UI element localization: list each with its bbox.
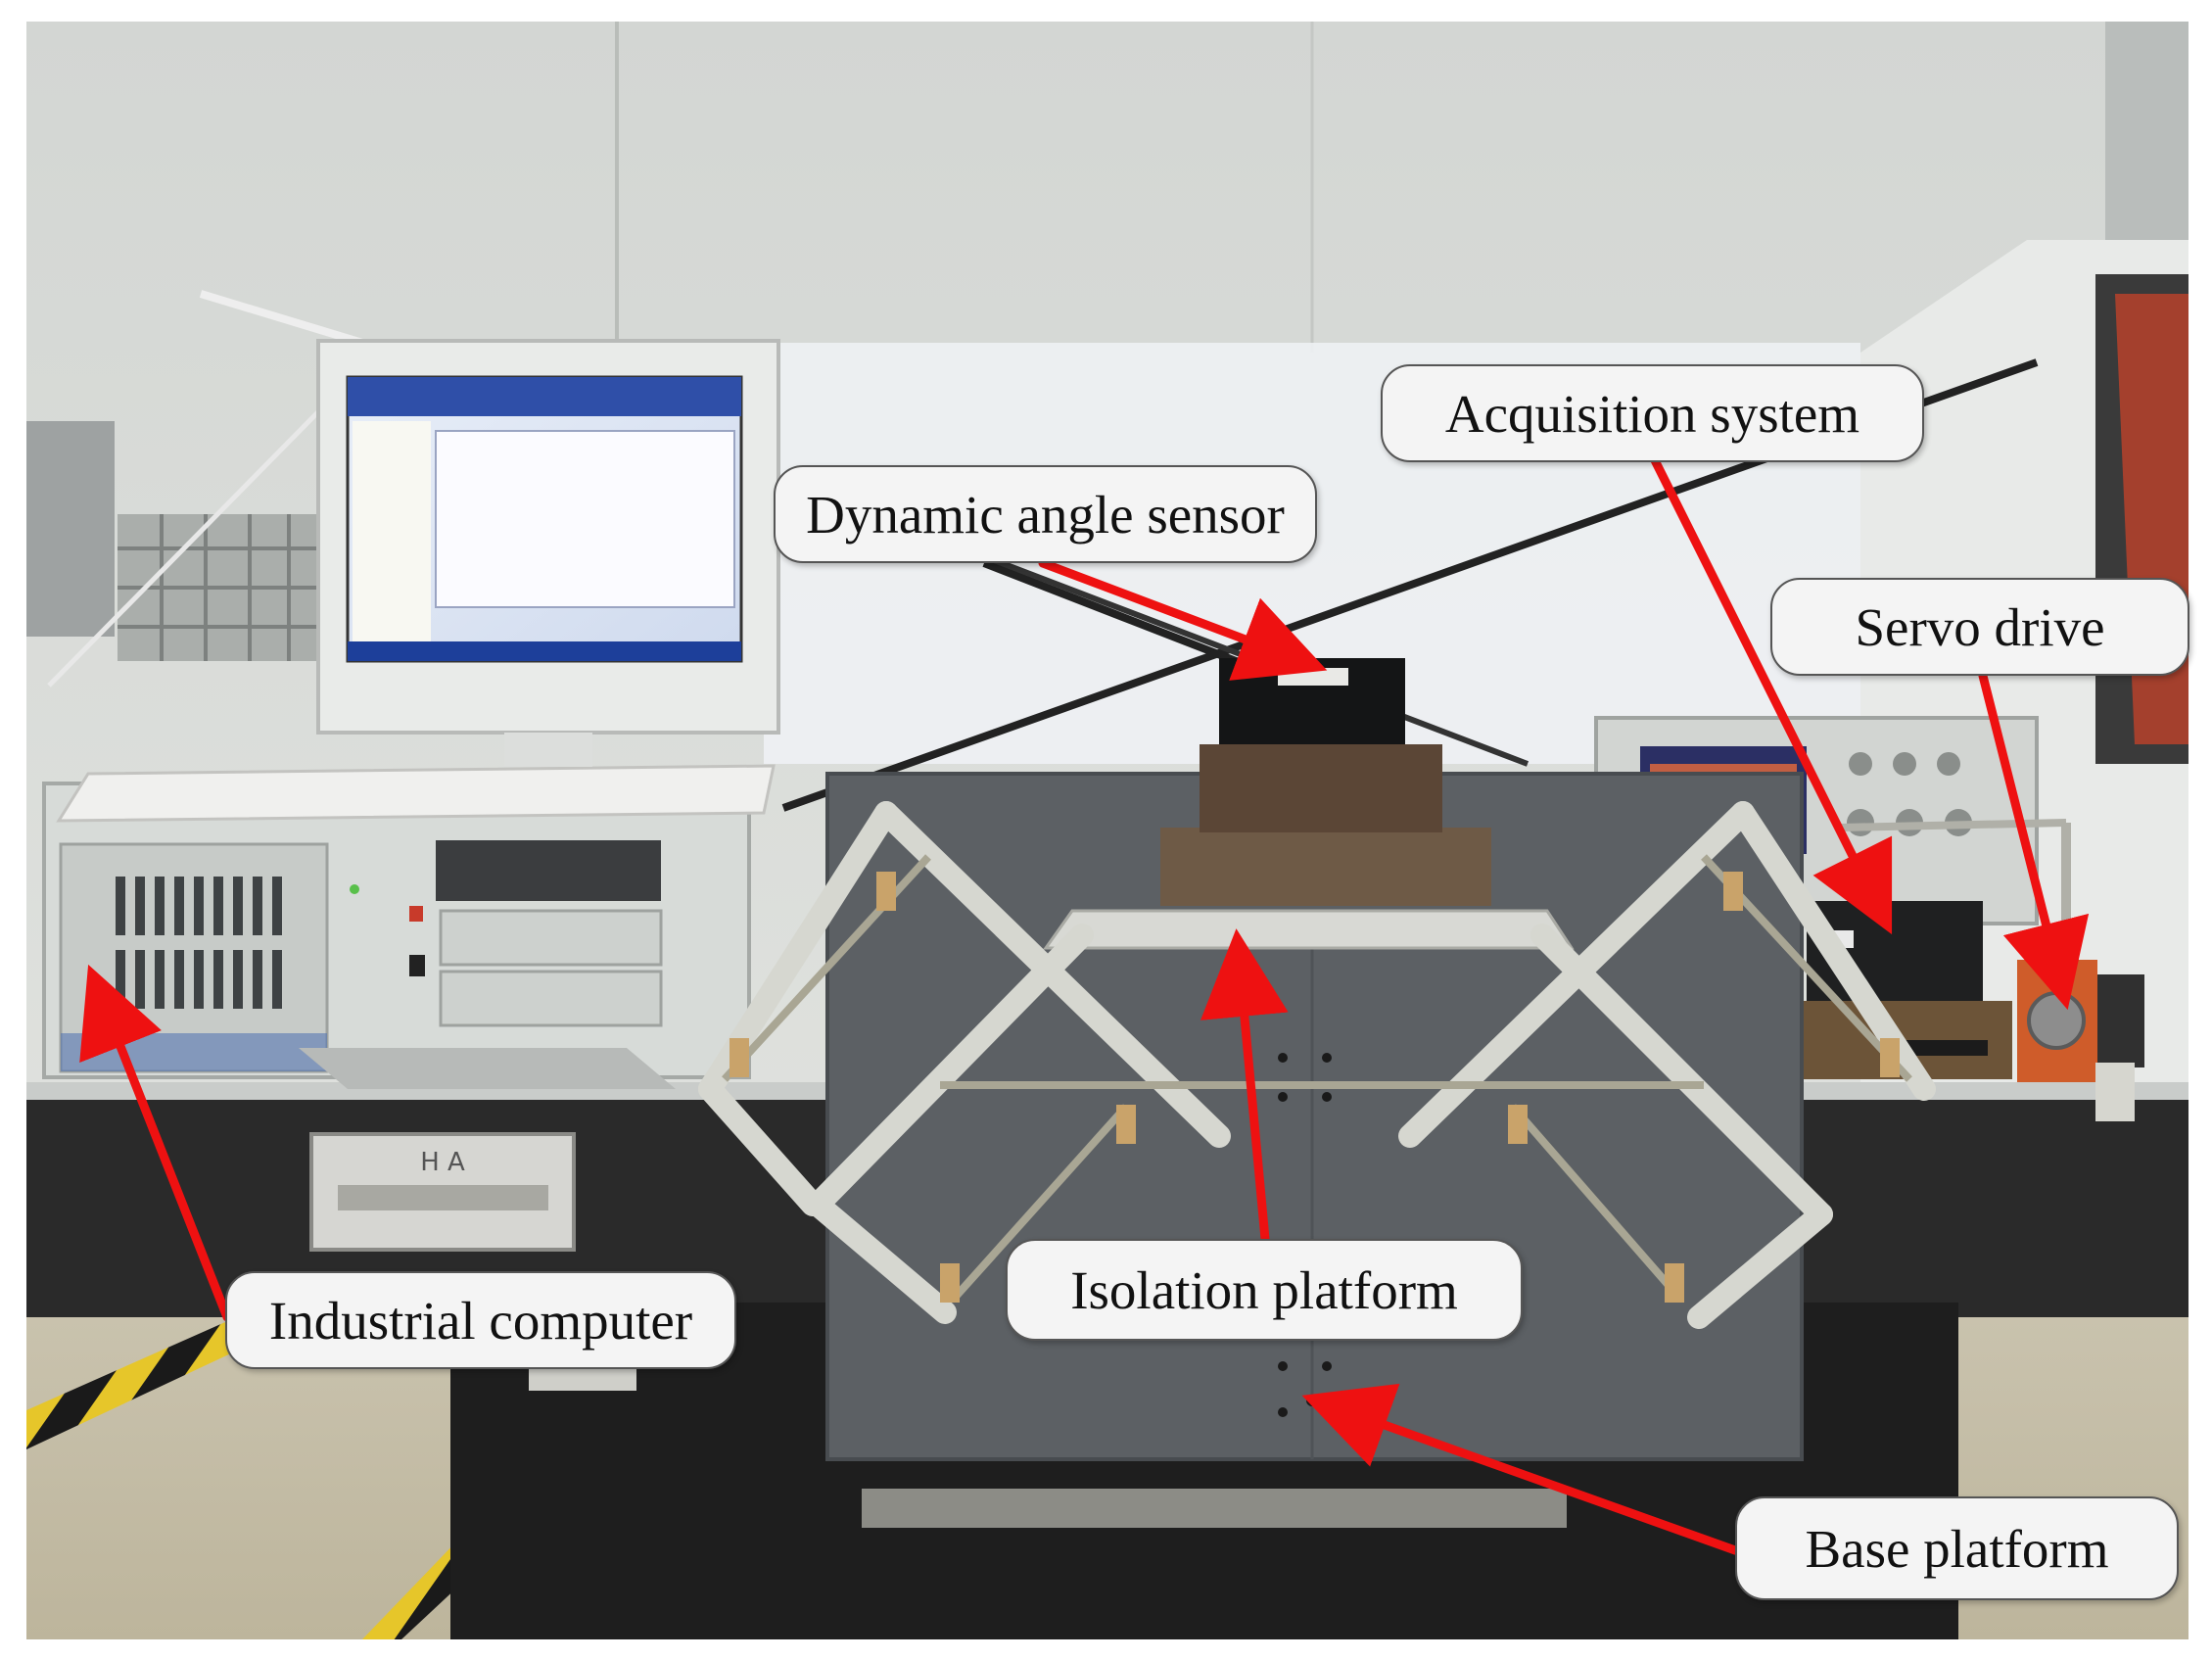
arrow-acquisition-system [1650, 455, 1893, 935]
arrow-isolation-platform [1200, 928, 1289, 1244]
label-acquisition-system: Acquisition system [1381, 364, 1924, 462]
label-servo-drive: Servo drive [1770, 578, 2189, 676]
label-isolation-platform: Isolation platform [1006, 1239, 1523, 1341]
arrow-industrial-computer [79, 964, 232, 1322]
svg-text:H A: H A [420, 1148, 465, 1177]
label-industrial-computer: Industrial computer [225, 1271, 736, 1369]
label-dynamic-angle-sensor: Dynamic angle sensor [774, 465, 1317, 563]
arrow-base-platform [1301, 1383, 1740, 1555]
label-base-platform: Base platform [1735, 1496, 2179, 1600]
arrow-servo-drive [1978, 671, 2090, 1011]
arrow-dynamic-angle-sensor [1038, 558, 1328, 681]
